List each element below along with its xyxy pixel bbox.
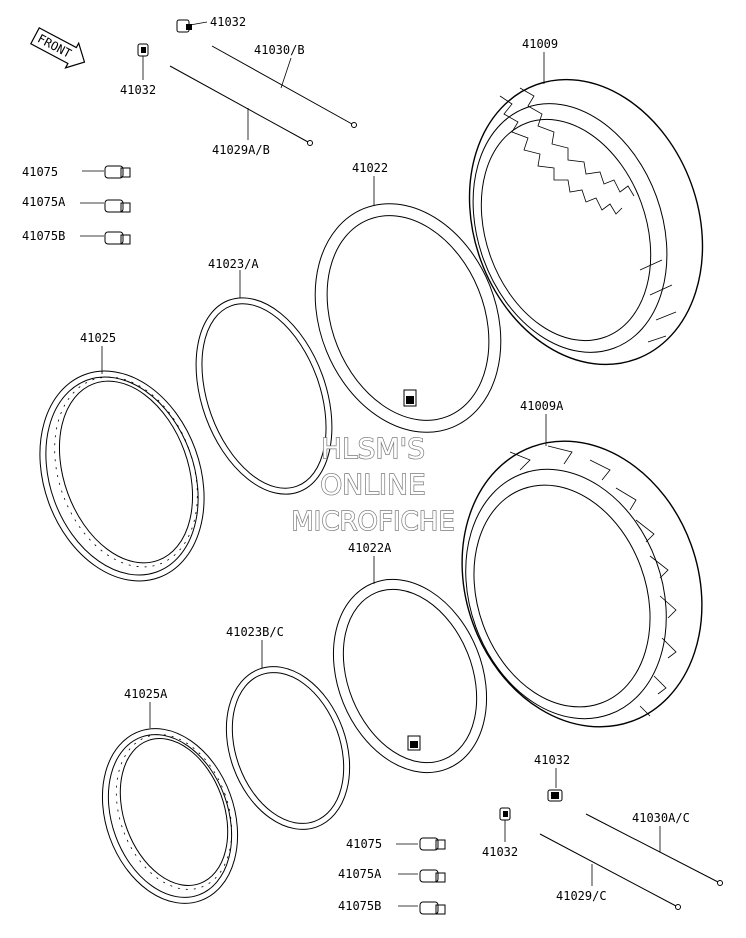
valve-cap-41032-bottom-mid bbox=[499, 807, 511, 821]
label-41032-bottom-mid: 41032 bbox=[482, 845, 518, 859]
label-41029ab: 41029A/B bbox=[212, 143, 270, 157]
label-41025: 41025 bbox=[80, 331, 116, 345]
label-41009: 41009 bbox=[522, 37, 558, 51]
front-arrow-badge: FRONT bbox=[30, 27, 86, 69]
leader-41032-top bbox=[189, 21, 208, 26]
label-41023a: 41023/A bbox=[208, 257, 259, 271]
watermark-line-1: HLSM'S bbox=[321, 432, 425, 465]
label-41032-bottom-right: 41032 bbox=[534, 753, 570, 767]
label-41022a: 41022A bbox=[348, 541, 392, 555]
label-41075-top: 41075 bbox=[22, 165, 58, 179]
cable-41029c bbox=[539, 833, 677, 907]
cable-41029ab bbox=[169, 65, 309, 143]
rim-41025a bbox=[101, 728, 239, 904]
rim-band-41023a bbox=[195, 297, 333, 495]
rim-41025 bbox=[39, 370, 205, 582]
label-41075b-top: 41075B bbox=[22, 229, 65, 243]
label-41009a: 41009A bbox=[520, 399, 564, 413]
cable-41030ac bbox=[585, 813, 719, 883]
label-41075a-top: 41075A bbox=[22, 195, 66, 209]
label-41025a: 41025A bbox=[124, 687, 168, 701]
label-41023bc: 41023B/C bbox=[226, 625, 284, 639]
label-41075b-bottom: 41075B bbox=[338, 899, 381, 913]
watermark-line-3: MICROFICHE bbox=[291, 507, 455, 537]
valve-stem-41075 bbox=[104, 165, 131, 179]
inner-tube-41022a bbox=[332, 578, 488, 774]
rim-band-41023bc bbox=[225, 666, 351, 830]
rear-tire-41009 bbox=[468, 78, 704, 366]
valve-stem-41075b bbox=[104, 231, 131, 245]
label-41032-top: 41032 bbox=[210, 15, 246, 29]
valve-stem-41075a bbox=[104, 199, 131, 213]
label-41030ac: 41030A/C bbox=[632, 811, 690, 825]
label-41032-left: 41032 bbox=[120, 83, 156, 97]
valve-stem-41075a-bottom bbox=[419, 869, 446, 883]
inner-tube-41022 bbox=[314, 203, 502, 433]
valve-stem-41075-bottom bbox=[419, 837, 446, 851]
valve-stem-41075b-bottom bbox=[419, 901, 446, 915]
rear-tire-41009a bbox=[461, 440, 703, 728]
leader-41030b bbox=[280, 57, 292, 89]
label-41075-bottom: 41075 bbox=[346, 837, 382, 851]
watermark-line-2: ONLINE bbox=[320, 468, 425, 501]
valve-cap-41032-top bbox=[176, 19, 192, 33]
label-41075a-bottom: 41075A bbox=[338, 867, 382, 881]
label-41022: 41022 bbox=[352, 161, 388, 175]
label-41029c: 41029/C bbox=[556, 889, 607, 903]
label-41030b: 41030/B bbox=[254, 43, 305, 57]
watermark: HLSM'S ONLINE MICROFICHE bbox=[291, 431, 456, 537]
valve-cap-41032-bottom-right bbox=[547, 789, 563, 802]
valve-cap-41032-left bbox=[137, 43, 149, 57]
